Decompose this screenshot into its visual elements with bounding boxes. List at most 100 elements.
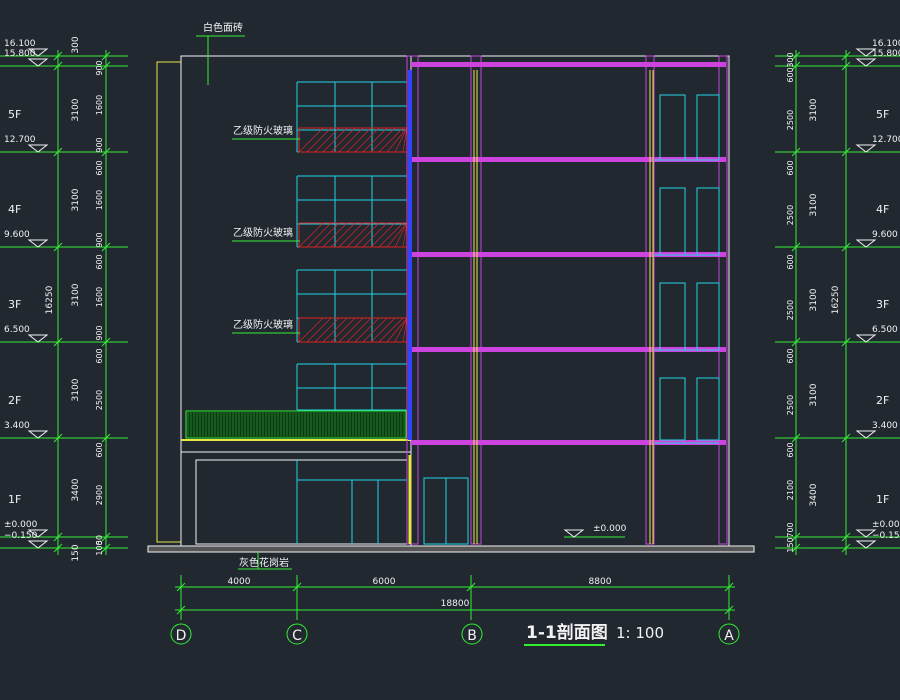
floor-label: 2F bbox=[8, 394, 21, 407]
dimension-tick bbox=[101, 337, 111, 347]
axis-bubble-icon bbox=[718, 623, 740, 645]
axis-bubble-icon bbox=[170, 623, 192, 645]
hatch-line bbox=[370, 222, 396, 248]
level-marker-icon bbox=[855, 430, 877, 439]
dimension-text: 3100 bbox=[809, 193, 819, 216]
hatch-line bbox=[306, 127, 332, 153]
level-marker-icon bbox=[27, 239, 49, 248]
hatch-line bbox=[402, 222, 408, 248]
hatch-line bbox=[370, 127, 396, 153]
dimension-tick bbox=[841, 51, 851, 61]
level-elevation: 6.500 bbox=[4, 325, 30, 335]
structural-column bbox=[718, 55, 728, 545]
dimension-tick bbox=[791, 147, 801, 157]
hatch-line bbox=[346, 317, 372, 343]
dimension-tick bbox=[466, 582, 476, 592]
level-marker-icon bbox=[27, 540, 49, 549]
level-elevation: −0.150 bbox=[4, 531, 38, 541]
level-marker-icon bbox=[27, 48, 49, 57]
dimension-text: 2100 bbox=[786, 480, 795, 500]
hatch-line bbox=[386, 317, 408, 343]
dimension-tick bbox=[841, 147, 851, 157]
dimension-text: 150 bbox=[786, 537, 795, 552]
dimension-text: 700 bbox=[786, 522, 795, 537]
dimension-text: 1600 bbox=[95, 190, 104, 210]
dimension-tick bbox=[101, 242, 111, 252]
hatch-line bbox=[306, 317, 332, 343]
hatch-line bbox=[394, 127, 408, 153]
dimension-text: 2500 bbox=[786, 205, 795, 225]
hatch-line bbox=[354, 222, 380, 248]
hatch-line bbox=[322, 127, 348, 153]
interior-door bbox=[659, 282, 686, 351]
hatch-line bbox=[378, 222, 404, 248]
dimension-text: 3400 bbox=[809, 483, 819, 506]
floor-slab bbox=[411, 62, 726, 67]
interior-door bbox=[659, 377, 686, 441]
dimension-text: 2900 bbox=[95, 485, 104, 505]
dimension-tick bbox=[791, 532, 801, 542]
axis-bubble-icon bbox=[286, 623, 308, 645]
hatch-line bbox=[402, 317, 408, 343]
dimension-tick bbox=[791, 433, 801, 443]
axis-label: A bbox=[724, 628, 734, 644]
level-marker-icon bbox=[855, 529, 877, 538]
hatch-line bbox=[306, 222, 332, 248]
dimension-text: 3400 bbox=[71, 478, 81, 501]
storefront-frame bbox=[195, 459, 408, 545]
dimension-tick bbox=[53, 337, 63, 347]
level-elevation: 12.700 bbox=[4, 135, 36, 145]
dimension-text: 3100 bbox=[71, 378, 81, 401]
dimension-tick bbox=[841, 433, 851, 443]
dimension-tick bbox=[101, 147, 111, 157]
floor-slab bbox=[411, 157, 726, 162]
axis-label: B bbox=[467, 628, 477, 644]
hatch-line bbox=[322, 317, 348, 343]
dimension-tick bbox=[724, 582, 734, 592]
level-marker-icon bbox=[855, 334, 877, 343]
floor-label: 3F bbox=[876, 298, 889, 311]
hatch-line bbox=[402, 127, 408, 153]
dimension-text: 1600 bbox=[95, 95, 104, 115]
dimension-tick bbox=[791, 61, 801, 71]
hatch-line bbox=[394, 317, 408, 343]
dimension-text: 600 bbox=[786, 254, 795, 269]
hatch-line bbox=[370, 317, 396, 343]
level-marker-icon bbox=[855, 239, 877, 248]
floor-label: 3F bbox=[8, 298, 21, 311]
hatch-line bbox=[378, 127, 404, 153]
dimension-text: 600 bbox=[786, 442, 795, 457]
dimension-tick bbox=[841, 543, 851, 553]
dimension-text: 300 bbox=[71, 36, 81, 53]
hatch-line bbox=[346, 127, 372, 153]
level-elevation: 9.600 bbox=[4, 230, 30, 240]
dimension-text: 600 bbox=[95, 254, 104, 269]
hatch-line bbox=[362, 222, 388, 248]
hatch-line bbox=[330, 317, 356, 343]
axis-label: C bbox=[292, 628, 302, 644]
axis-label: D bbox=[176, 628, 187, 644]
dimension-text: 3100 bbox=[809, 288, 819, 311]
floor-slab bbox=[411, 252, 726, 257]
hatch-line bbox=[298, 127, 324, 153]
level-elevation: 15.800 bbox=[4, 49, 36, 59]
hatch-line bbox=[298, 317, 324, 343]
dimension-text: 3100 bbox=[71, 188, 81, 211]
level-elevation: 3.400 bbox=[872, 421, 898, 431]
dimension-text: 100 bbox=[95, 540, 104, 555]
ground-line bbox=[147, 545, 755, 553]
interior-door bbox=[696, 282, 720, 351]
level-elevation: 16.100 bbox=[872, 39, 900, 49]
level-marker-icon bbox=[855, 540, 877, 549]
dimension-tick bbox=[724, 605, 734, 615]
floor-label: 2F bbox=[876, 394, 889, 407]
dimension-tick bbox=[53, 532, 63, 542]
floor-label: 5F bbox=[876, 108, 889, 121]
level-marker-icon bbox=[27, 58, 49, 67]
hatch-line bbox=[314, 127, 340, 153]
dimension-text: 2500 bbox=[786, 395, 795, 415]
dimension-tick bbox=[101, 532, 111, 542]
dimension-tick bbox=[841, 337, 851, 347]
dimension-tick bbox=[292, 582, 302, 592]
